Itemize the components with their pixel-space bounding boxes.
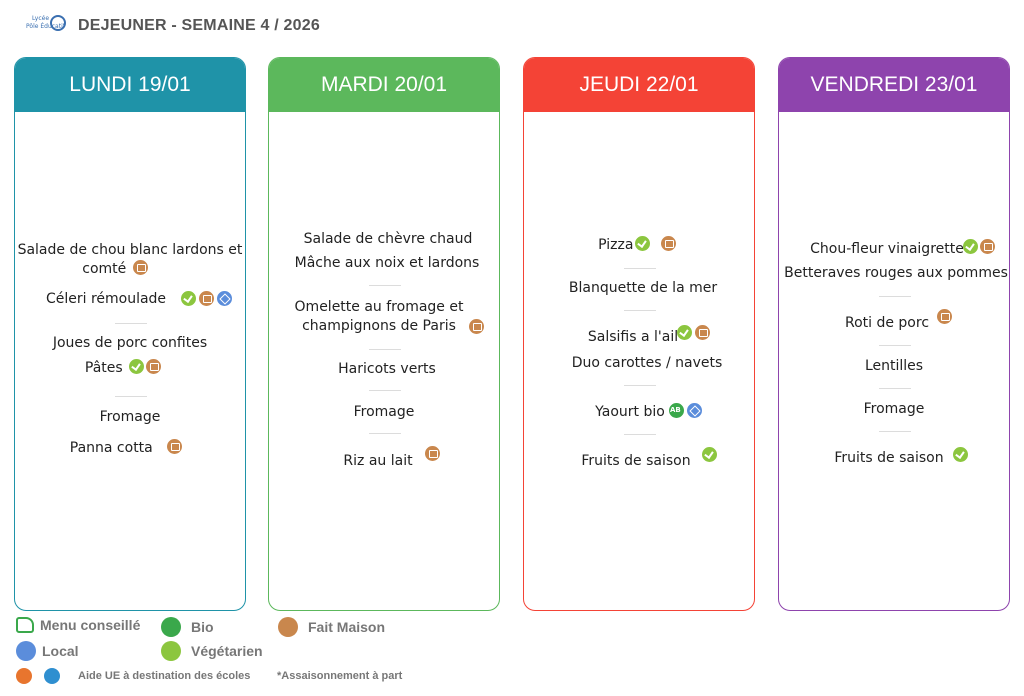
menu-item: Fromage	[99, 409, 161, 425]
fait-maison-icon	[695, 325, 710, 340]
legend-local: Local	[16, 641, 79, 661]
menu-item: Salade de chou blanc lardons et	[17, 242, 243, 258]
leaf-icon	[963, 239, 978, 254]
day-card-vendredi: VENDREDI 23/01 Chou-fleur vinaigrette Be…	[778, 57, 1010, 611]
bio-icon	[161, 617, 181, 637]
menu-item: Salsifis a l'ail	[587, 329, 679, 345]
logo: Lycée Pôle Éducatif	[26, 15, 66, 31]
day-card-mardi: MARDI 20/01 Salade de chèvre chaud Mâche…	[268, 57, 500, 611]
thumb-up-icon	[16, 617, 34, 633]
menu-list: Chou-fleur vinaigrette Betteraves rouges…	[779, 112, 1009, 610]
leaf-icon	[702, 447, 717, 462]
menu-item: Yaourt bio	[595, 404, 665, 420]
menu-item: Lentilles	[864, 358, 924, 374]
legend-fait-maison: Fait Maison	[278, 617, 385, 637]
legend-menu-conseille: Menu conseillé	[16, 617, 140, 633]
bio-icon	[669, 403, 684, 418]
menu-item: comté	[15, 260, 245, 279]
day-title: LUNDI 19/01	[69, 73, 191, 96]
eu-aid-icon	[16, 668, 32, 684]
menu-list: Salade de chèvre chaud Mâche aux noix et…	[269, 112, 499, 610]
day-title: MARDI 20/01	[320, 73, 448, 96]
menu-list: Salade de chou blanc lardons et comté Cé…	[15, 112, 245, 610]
menu-item: Duo carottes / navets	[571, 355, 723, 371]
fait-maison-icon	[980, 239, 995, 254]
day-header: VENDREDI 23/01	[779, 58, 1009, 112]
day-title: VENDREDI 23/01	[810, 73, 978, 96]
menu-item: Panna cotta	[15, 439, 245, 458]
fait-maison-icon	[660, 236, 676, 251]
fait-maison-icon	[146, 359, 162, 374]
page-header: Lycée Pôle Éducatif DEJEUNER - SEMAINE 4…	[22, 12, 320, 40]
fait-maison-icon	[425, 446, 440, 461]
leaf-icon	[677, 325, 692, 340]
menu-item: Pâtes	[15, 359, 245, 378]
day-header: JEUDI 22/01	[524, 58, 754, 112]
leaf-icon	[161, 641, 181, 661]
menu-item: Fromage	[863, 401, 925, 417]
legend-aide-ue: Aide UE à destination des écoles	[78, 670, 251, 682]
menu-item: champignons de Paris	[302, 318, 456, 334]
menu-item: Roti de porc	[844, 315, 930, 331]
menu-item: Fromage	[353, 404, 415, 420]
menu-item: Fruits de saison	[834, 450, 944, 466]
menu-item: Betteraves rouges aux pommes	[784, 265, 1008, 281]
school-icon	[44, 668, 60, 684]
local-icon	[687, 403, 702, 418]
leaf-icon	[953, 447, 968, 462]
menu-item: Fruits de saison	[581, 453, 691, 469]
menu-item: Mâche aux noix et lardons	[294, 255, 480, 271]
fait-maison-icon	[937, 309, 952, 324]
day-card-jeudi: JEUDI 22/01 Pizza Blanquette de la mer S…	[523, 57, 755, 611]
fait-maison-icon	[199, 291, 214, 306]
fait-maison-icon	[132, 260, 148, 275]
menu-item: Salade de chèvre chaud	[303, 231, 473, 247]
local-icon	[217, 291, 232, 306]
leaf-icon	[181, 291, 196, 306]
legend-bio: Bio	[161, 617, 214, 637]
menu-item: Céleri rémoulade	[45, 291, 167, 307]
day-card-lundi: LUNDI 19/01 Salade de chou blanc lardons…	[14, 57, 246, 611]
fait-maison-icon	[278, 617, 298, 637]
fait-maison-icon	[167, 439, 183, 454]
page-title: DEJEUNER - SEMAINE 4 / 2026	[78, 17, 320, 34]
leaf-icon	[129, 359, 145, 374]
legend-vegetarien: Végétarien	[161, 641, 263, 661]
day-header: LUNDI 19/01	[15, 58, 245, 112]
local-icon	[16, 641, 36, 661]
menu-item: Joues de porc confites	[52, 335, 208, 351]
day-title: JEUDI 22/01	[579, 73, 699, 96]
menu-item: Blanquette de la mer	[568, 280, 718, 296]
menu-list: Pizza Blanquette de la mer Salsifis a l'…	[524, 112, 754, 610]
menu-item: Pizza	[524, 236, 754, 255]
menu-item: Haricots verts	[338, 361, 436, 377]
day-header: MARDI 20/01	[269, 58, 499, 112]
fait-maison-icon	[469, 319, 484, 334]
leaf-icon	[635, 236, 651, 251]
menu-item: Omelette au fromage et	[294, 299, 464, 315]
menu-item: Riz au lait	[343, 453, 413, 469]
menu-item: Chou-fleur vinaigrette	[810, 241, 964, 257]
legend-assaisonnement: *Assaisonnement à part	[277, 670, 403, 682]
